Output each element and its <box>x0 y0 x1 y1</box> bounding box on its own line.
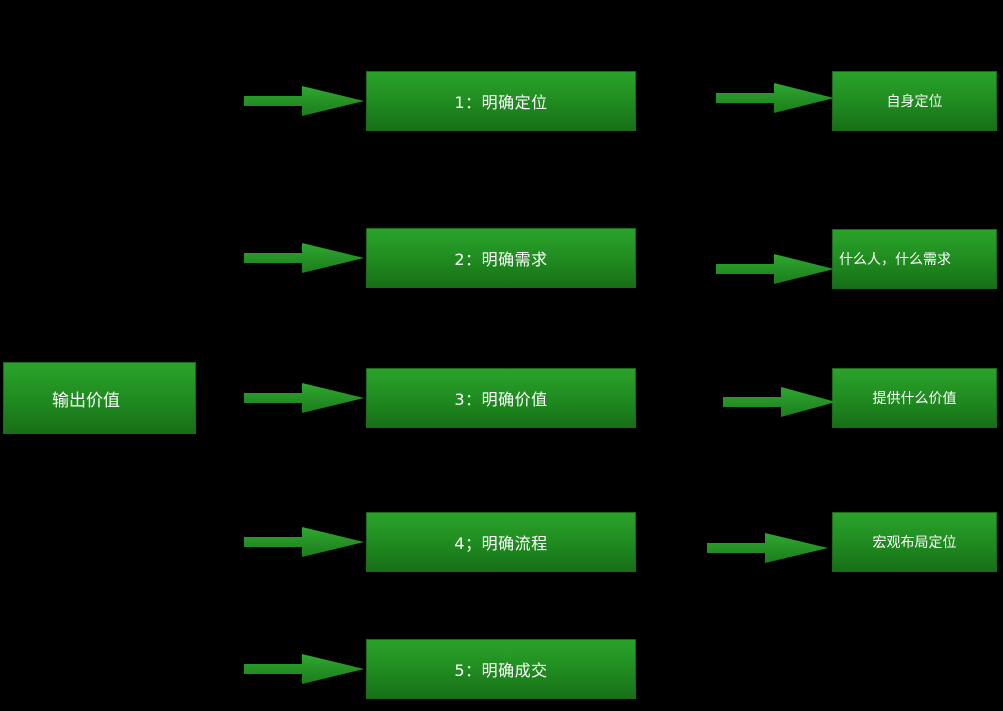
root-node-label: 输出价值 <box>52 390 120 411</box>
arrow-right-icon <box>244 527 364 557</box>
step-node-label: 4；明确流程 <box>454 534 548 553</box>
detail-node-3: 提供什么价值 <box>832 368 997 428</box>
detail-node-label: 什么人，什么需求 <box>839 252 951 268</box>
step-node-label: 1：明确定位 <box>454 93 548 112</box>
step-node-3: 3：明确价值 <box>366 368 636 428</box>
step-node-5: 5：明确成交 <box>366 639 636 699</box>
step-node-4: 4；明确流程 <box>366 512 636 572</box>
step-node-label: 3：明确价值 <box>454 390 548 409</box>
step-node-1: 1：明确定位 <box>366 71 636 131</box>
detail-node-2: 什么人，什么需求 <box>832 229 997 289</box>
detail-node-label: 自身定位 <box>886 94 943 110</box>
step-node-label: 2：明确需求 <box>454 250 548 269</box>
arrow-right-icon <box>244 86 364 116</box>
arrow-right-icon <box>244 654 364 684</box>
arrow-right-icon <box>244 383 364 413</box>
arrow-right-icon <box>723 387 836 417</box>
arrow-right-icon <box>707 533 828 563</box>
root-node-output-value: 输出价值 <box>3 362 196 434</box>
arrow-right-icon <box>716 254 834 284</box>
detail-node-1: 自身定位 <box>832 71 997 131</box>
detail-node-label: 宏观布局定位 <box>872 535 957 551</box>
detail-node-label: 提供什么价值 <box>872 391 957 407</box>
step-node-2: 2：明确需求 <box>366 228 636 288</box>
arrow-right-icon <box>244 243 364 273</box>
arrow-right-icon <box>716 83 834 113</box>
step-node-label: 5：明确成交 <box>454 661 548 680</box>
detail-node-4: 宏观布局定位 <box>832 512 997 572</box>
